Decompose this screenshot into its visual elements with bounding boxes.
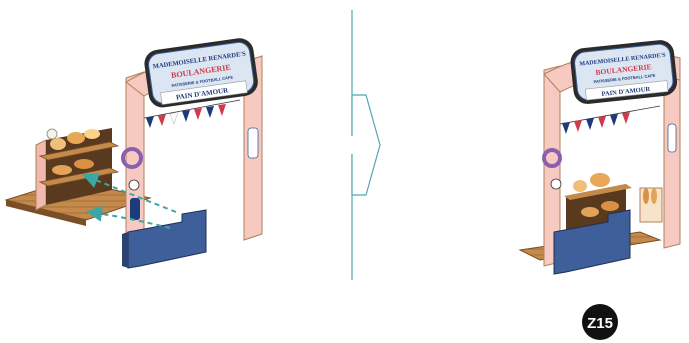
step-badge-icon: Z15	[582, 304, 618, 340]
shop-sign: MADEMOISELLE RENARDE'S BOULANGERIE PATIS…	[143, 36, 260, 109]
exploded-view: MADEMOISELLE RENARDE'S BOULANGERIE PATIS…	[6, 36, 262, 268]
assembled-bunting	[560, 106, 660, 134]
divider	[346, 10, 380, 280]
assembled-shop-sign: MADEMOISELLE RENARDE'S BOULANGERIE PATIS…	[569, 39, 678, 106]
step-badge-label: Z15	[587, 315, 613, 332]
assembled-view: MADEMOISELLE RENARDE'S BOULANGERIE PATIS…	[520, 39, 680, 274]
